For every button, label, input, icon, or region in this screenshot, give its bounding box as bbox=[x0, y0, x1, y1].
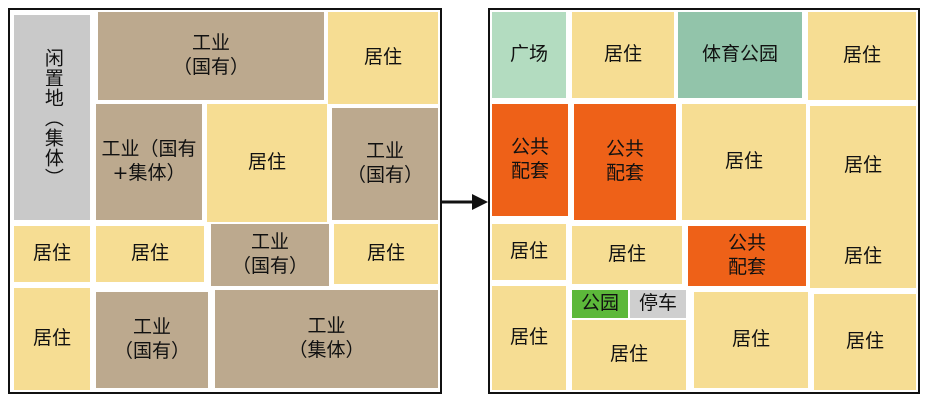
public-facility-b-label: 公共 配套 bbox=[605, 138, 644, 184]
public-facility-b-block: 公共 配套 bbox=[574, 104, 676, 220]
industry-state-small-label: 工业 （国有） bbox=[231, 231, 308, 277]
industry-state-top-block: 工业 （国有） bbox=[98, 12, 324, 100]
residential-f-label: 居住 bbox=[607, 243, 646, 266]
residential-c-label: 居住 bbox=[724, 150, 763, 173]
residential-f-block: 居住 bbox=[572, 226, 682, 284]
after-map-panel: 广场 居住 体育公园 居住 公共 配套 公共 配套 居住 居住 居住 居住 公共… bbox=[488, 8, 920, 394]
industry-state-bottom-label: 工业 （国有） bbox=[113, 316, 190, 362]
residential-a-block: 居住 bbox=[572, 12, 674, 98]
residential-center-block: 居住 bbox=[207, 104, 327, 222]
residential-h-block: 居住 bbox=[492, 286, 566, 390]
residential-d-label: 居住 bbox=[843, 154, 882, 177]
residential-row3-c-label: 居住 bbox=[366, 242, 405, 265]
residential-row3-b-label: 居住 bbox=[130, 242, 169, 265]
parking-block: 停车 bbox=[630, 290, 686, 318]
residential-row3-a-block: 居住 bbox=[14, 226, 90, 282]
residential-i-label: 居住 bbox=[609, 343, 648, 366]
residential-j-label: 居住 bbox=[731, 328, 770, 351]
square-label: 广场 bbox=[509, 43, 548, 66]
residential-j-block: 居住 bbox=[694, 292, 808, 388]
square-block: 广场 bbox=[492, 12, 566, 98]
park-label: 公园 bbox=[580, 292, 619, 315]
public-facility-a-block: 公共 配套 bbox=[492, 104, 568, 216]
industry-collective-bottom-label: 工业 （集体） bbox=[288, 315, 365, 361]
residential-i-block: 居住 bbox=[572, 320, 686, 390]
industry-state-top-label: 工业 （国有） bbox=[172, 32, 249, 78]
residential-top-right-block: 居住 bbox=[328, 12, 438, 104]
industry-mixed-block: 工业（国有 +集体） bbox=[96, 104, 202, 220]
transformation-arrow bbox=[442, 194, 488, 210]
residential-bottom-left-block: 居住 bbox=[14, 288, 90, 390]
residential-top-right-label: 居住 bbox=[363, 46, 402, 69]
park-block: 公园 bbox=[572, 290, 628, 318]
residential-center-label: 居住 bbox=[247, 151, 286, 174]
public-facility-c-block: 公共 配套 bbox=[688, 226, 806, 286]
sports-park-block: 体育公园 bbox=[678, 12, 802, 98]
residential-g-label: 居住 bbox=[843, 245, 882, 268]
residential-row3-a-label: 居住 bbox=[32, 242, 71, 265]
residential-k-block: 居住 bbox=[814, 294, 916, 390]
idle-collective-label: 闲置地（集体） bbox=[41, 47, 64, 188]
residential-e-block: 居住 bbox=[492, 224, 566, 280]
residential-row3-b-block: 居住 bbox=[96, 226, 204, 282]
residential-a-label: 居住 bbox=[603, 43, 642, 66]
industry-collective-bottom-block: 工业 （集体） bbox=[215, 290, 438, 388]
residential-row3-c-block: 居住 bbox=[334, 224, 438, 284]
industry-state-small-block: 工业 （国有） bbox=[211, 224, 329, 286]
residential-bottom-left-label: 居住 bbox=[32, 327, 71, 350]
industry-mixed-label: 工业（国有 +集体） bbox=[101, 138, 197, 184]
residential-k-label: 居住 bbox=[845, 330, 884, 353]
before-map-panel: 闲置地（集体） 工业 （国有） 居住 工业（国有 +集体） 居住 工业 （国有）… bbox=[8, 8, 442, 394]
industry-state-bottom-block: 工业 （国有） bbox=[96, 292, 208, 388]
residential-e-label: 居住 bbox=[509, 240, 548, 263]
industry-state-right-label: 工业 （国有） bbox=[346, 140, 423, 186]
industry-state-right-block: 工业 （国有） bbox=[332, 108, 438, 220]
residential-d-block: 居住 bbox=[810, 106, 916, 226]
residential-b-block: 居住 bbox=[808, 12, 916, 100]
sports-park-label: 体育公园 bbox=[701, 43, 778, 66]
public-facility-a-label: 公共 配套 bbox=[510, 136, 549, 182]
idle-collective-block: 闲置地（集体） bbox=[14, 15, 90, 220]
residential-b-label: 居住 bbox=[842, 44, 881, 67]
residential-h-label: 居住 bbox=[509, 326, 548, 349]
residential-g-block: 居住 bbox=[810, 226, 916, 288]
residential-c-block: 居住 bbox=[682, 104, 806, 220]
public-facility-c-label: 公共 配套 bbox=[727, 232, 766, 278]
parking-label: 停车 bbox=[638, 292, 677, 315]
